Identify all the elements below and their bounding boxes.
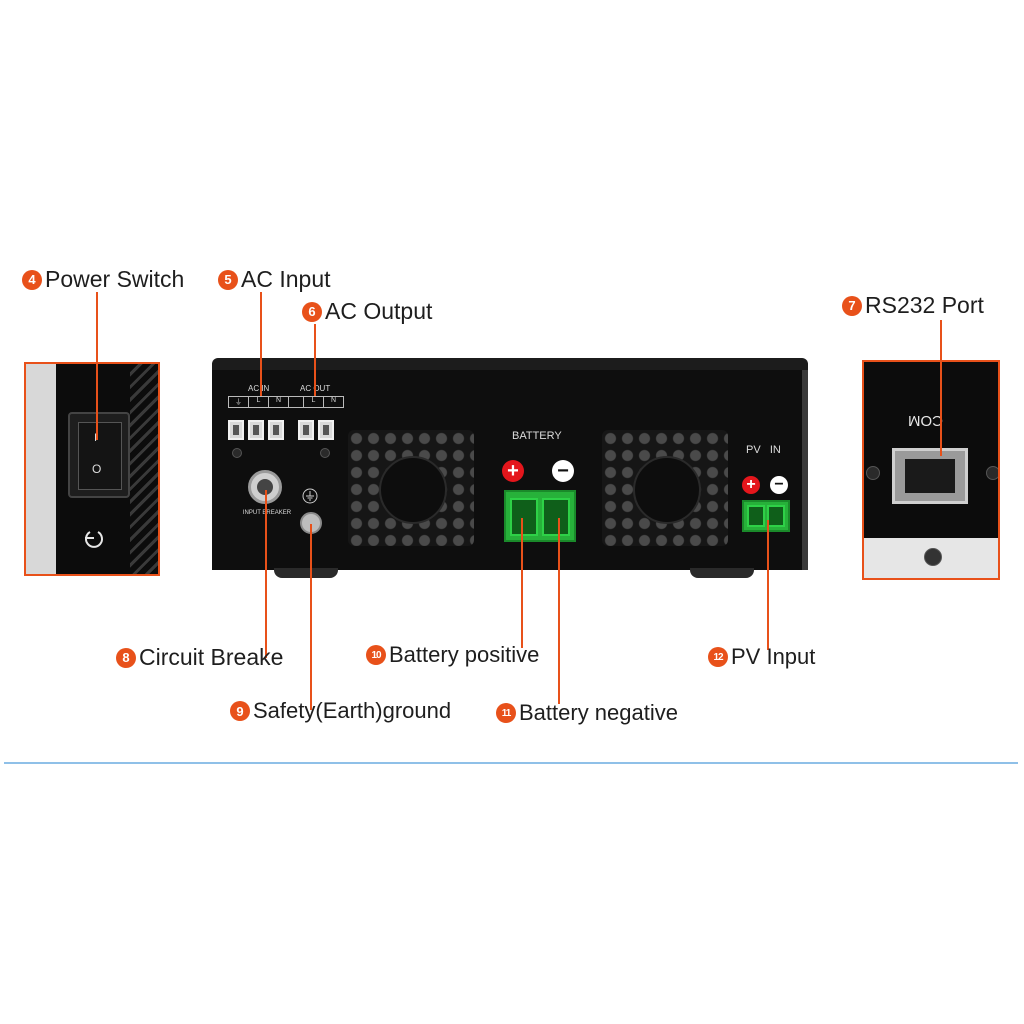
battery-label: BATTERY — [512, 430, 562, 442]
panel-screw — [320, 448, 330, 458]
panel-screw — [232, 448, 242, 458]
leader-power-switch — [96, 292, 98, 440]
switch-on-mark: I — [94, 432, 97, 444]
panel-screw — [986, 466, 998, 480]
callout-number: 12 — [708, 647, 728, 667]
rs232-port-inset: COM — [862, 360, 1000, 580]
pv-in-label: PV IN — [746, 444, 781, 456]
ac-in-label: AC IN — [248, 384, 270, 393]
leader-ac-input — [260, 292, 262, 396]
ground-icon — [302, 488, 318, 504]
callout-label: PV Input — [731, 644, 816, 669]
com-label: COM — [908, 412, 943, 429]
callout-number: 8 — [116, 647, 136, 668]
callout-label: Battery positive — [389, 642, 540, 667]
callout-battery-negative: 11 Battery negative — [496, 700, 678, 726]
ac-in-pin-l: L — [249, 397, 269, 407]
callout-number: 4 — [22, 269, 42, 290]
ac-out-pin-n: N — [330, 397, 337, 404]
callout-number: 11 — [496, 703, 516, 723]
ac-in-pin-n: N — [269, 397, 289, 407]
inset-bezel — [26, 364, 56, 574]
cooling-fan-right — [602, 430, 728, 546]
leader-pv-input — [767, 520, 769, 650]
callout-label: Power Switch — [45, 266, 185, 292]
callout-number: 10 — [366, 645, 386, 665]
callout-number: 7 — [842, 295, 862, 316]
pv-terminal-slot — [767, 505, 785, 527]
battery-negative-terminal — [542, 498, 570, 536]
callout-label: AC Output — [325, 298, 433, 324]
ac-terminal — [298, 420, 314, 440]
leader-ac-output — [314, 324, 316, 396]
inverter-rear-panel: AC IN AC OUT ⏚ L N L N INPUT BREAKER BAT… — [212, 370, 808, 570]
callout-label: RS232 Port — [865, 292, 984, 318]
battery-plus-icon: + — [502, 460, 524, 482]
power-switch-inset: I O — [24, 362, 160, 576]
inverter-top-edge — [212, 358, 808, 372]
callout-earth-ground: 9 Safety(Earth)ground — [230, 698, 451, 724]
callout-label: Circuit Breake — [139, 644, 284, 670]
ac-in-pin-ground: ⏚ — [229, 397, 249, 407]
callout-label: Battery negative — [519, 700, 678, 725]
leader-circuit-breaker — [265, 490, 267, 658]
callout-number: 5 — [218, 269, 238, 290]
callout-ac-output: 6 AC Output — [302, 298, 432, 325]
inverter-foot — [690, 568, 754, 578]
callout-number: 6 — [302, 301, 322, 322]
divider-line — [4, 762, 1018, 764]
ac-terminal — [268, 420, 284, 440]
input-breaker-label: INPUT BREAKER — [242, 510, 292, 516]
leader-battery-negative — [558, 518, 560, 704]
callout-power-switch: 4 Power Switch — [22, 266, 184, 293]
callout-battery-positive: 10 Battery positive — [366, 642, 539, 668]
callout-number: 9 — [230, 701, 250, 721]
ac-terminal — [248, 420, 264, 440]
leader-battery-positive — [521, 518, 523, 648]
callout-circuit-breaker: 8 Circuit Breake — [116, 644, 283, 671]
pv-plus-icon: + — [742, 476, 760, 494]
leader-earth-ground — [310, 524, 312, 710]
vent-slats — [130, 364, 158, 574]
power-icon — [85, 531, 103, 548]
callout-pv-input: 12 PV Input — [708, 644, 815, 670]
callout-label: AC Input — [241, 266, 331, 292]
switch-off-mark: O — [92, 462, 102, 476]
ac-pin-labels: ⏚ L N L N — [228, 396, 344, 408]
leader-rs232 — [940, 320, 942, 456]
callout-label: Safety(Earth)ground — [253, 698, 452, 723]
inverter-foot — [274, 568, 338, 578]
rocker-switch: I O — [68, 412, 130, 498]
battery-positive-terminal — [510, 498, 538, 536]
pv-terminal-slot — [747, 505, 765, 527]
battery-minus-icon: − — [552, 460, 574, 482]
callout-ac-input: 5 AC Input — [218, 266, 331, 293]
ac-terminal — [228, 420, 244, 440]
inset-bezel — [864, 538, 998, 578]
panel-screw — [866, 466, 880, 480]
callout-rs232-port: 7 RS232 Port — [842, 292, 984, 319]
cooling-fan-left — [348, 430, 474, 546]
ac-terminal — [318, 420, 334, 440]
ac-out-pin-l: L — [303, 397, 324, 407]
rj45-port — [892, 448, 968, 504]
pv-minus-icon: − — [770, 476, 788, 494]
